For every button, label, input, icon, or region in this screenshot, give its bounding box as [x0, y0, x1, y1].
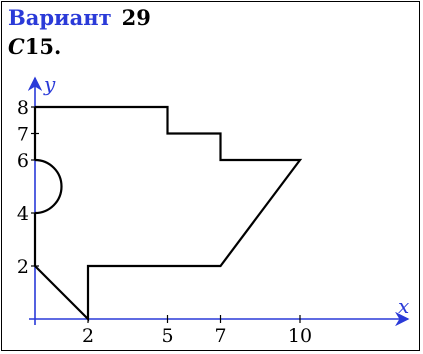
figure-outline [33, 105, 303, 322]
y-tick-label-6: 6 [17, 150, 29, 172]
variant-label: Вариант [8, 5, 112, 30]
x-tick-label-10: 10 [288, 325, 312, 347]
y-tick-label-4: 4 [17, 203, 29, 225]
variant-number: 29 [121, 5, 151, 30]
x-tick-label-2: 2 [82, 325, 94, 347]
y-tick-label-8: 8 [17, 97, 29, 119]
y-tick-label-2: 2 [17, 256, 29, 278]
problem-digits: 15. [24, 34, 62, 59]
task-card: Вариант 29 C15. [1, 1, 420, 351]
x-tick-label-7: 7 [214, 325, 226, 347]
variant-header: Вариант 29 [8, 6, 151, 30]
figure-boundary [34, 105, 303, 322]
semicircle-cutout [34, 158, 63, 215]
y-axis-label: y [43, 72, 56, 96]
coordinate-axes: x y [27, 72, 410, 327]
x-tick-label-5: 5 [161, 325, 173, 347]
problem-number: C15. [8, 34, 61, 60]
tick-marks: 2 5 7 10 2 4 6 7 8 [17, 97, 312, 347]
y-tick-label-7: 7 [17, 124, 29, 146]
problem-letter: C [8, 34, 25, 59]
x-axis-label: x [398, 294, 409, 318]
